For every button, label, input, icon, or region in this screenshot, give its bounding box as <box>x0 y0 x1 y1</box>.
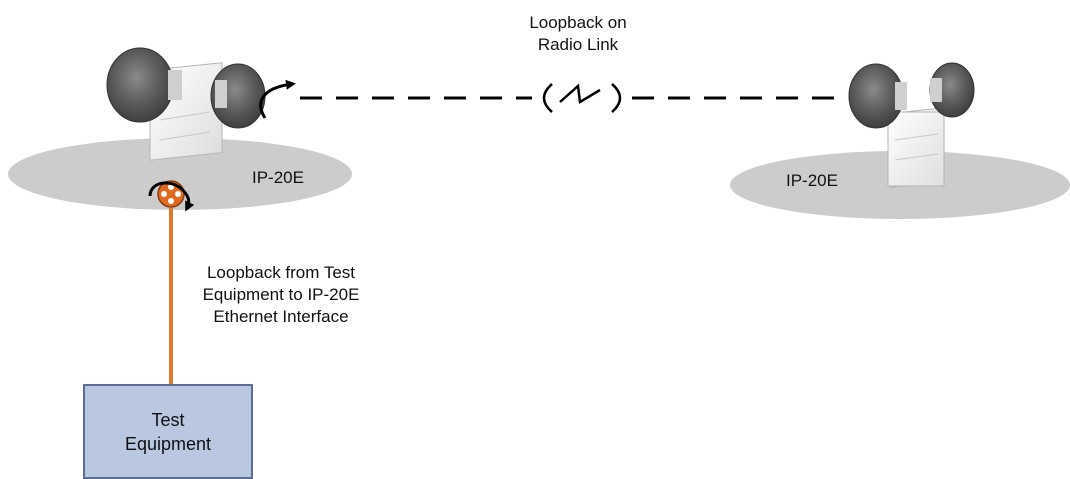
left-platform <box>8 138 352 210</box>
ethernet-loopback-line3: Ethernet Interface <box>213 307 349 326</box>
radio-loopback-line2: Radio Link <box>537 35 619 54</box>
left-radio-unit <box>106 47 266 161</box>
ethernet-loopback-line2: Equipment to IP-20E <box>202 285 360 304</box>
test-equipment-line1: Test <box>151 409 185 430</box>
radio-loop-arrow-icon <box>259 79 296 119</box>
test-equipment-box: Test Equipment <box>83 384 253 479</box>
right-radio-unit <box>848 62 975 189</box>
radio-loopback-line1: Loopback on <box>529 13 627 32</box>
ethernet-loopback-line1: Loopback from Test <box>206 263 356 282</box>
lightning-link-icon <box>542 83 622 113</box>
ethernet-loop-arrow-icon <box>148 181 195 212</box>
right-unit-label: IP-20E <box>786 171 838 190</box>
radio-loopback-label: Loopback on Radio Link <box>508 12 648 56</box>
left-unit-label: IP-20E <box>252 168 304 187</box>
ethernet-loopback-label: Loopback from Test Equipment to IP-20E E… <box>178 262 384 328</box>
test-equipment-line2: Equipment <box>124 433 212 454</box>
